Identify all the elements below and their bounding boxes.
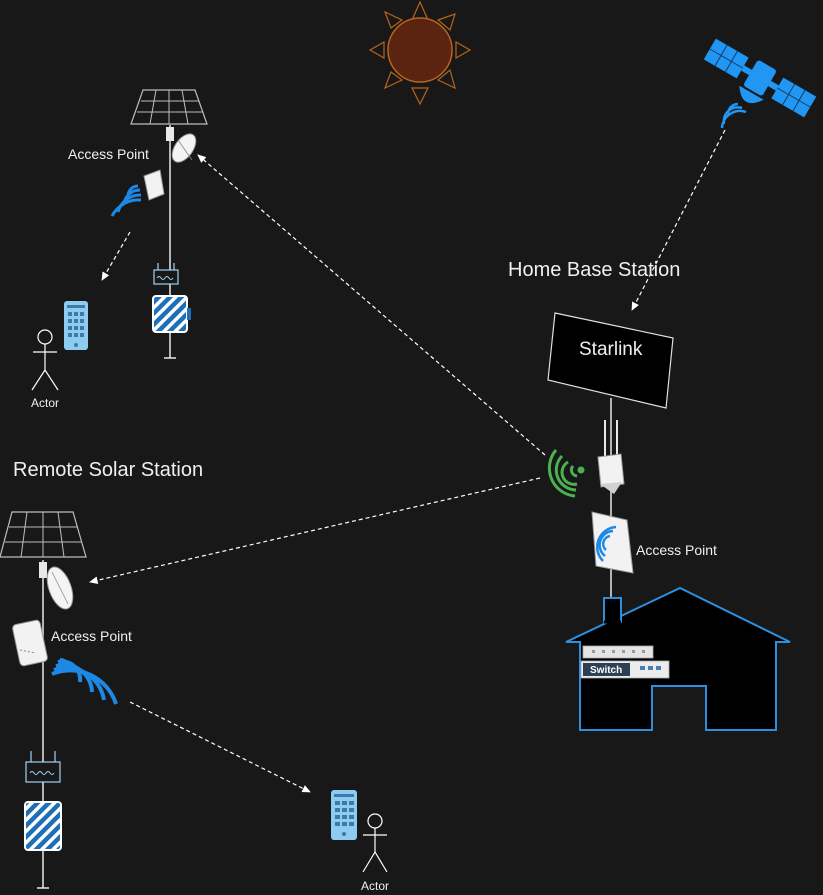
sun-icon [368,0,472,106]
home-base-station-title: Home Base Station [508,259,681,281]
switch-icon: Switch [580,645,670,679]
home-to-top-station-link [197,154,546,456]
house-icon [565,586,791,731]
top-solar-station [110,89,208,359]
phone-icon [64,301,88,350]
router-icon [153,263,179,285]
access-point-label-top: Access Point [68,146,149,162]
wifi-signal-icon [51,658,118,705]
access-point-icon [12,619,48,667]
switch-label: Switch [590,665,622,676]
bottom-ap-to-actor-link [129,701,311,793]
battery-icon [24,801,62,851]
top-ap-to-actor-link [101,231,131,281]
bottom-solar-station [0,511,118,889]
access-point-icon [597,420,625,494]
solar-panel-icon [0,511,87,558]
battery-icon [152,295,191,333]
actor-icon [362,813,388,873]
actor-label-bottom: Actor [361,879,390,893]
actor-icon [31,329,59,391]
router-icon [25,751,61,783]
access-point-label-home: Access Point [636,542,717,558]
access-point-icon [143,169,165,201]
phone-icon [331,790,357,840]
starlink-dish-icon [547,312,674,409]
dish-antenna-icon [166,127,197,163]
actor-label-top: Actor [31,396,60,410]
home-to-bottom-station-link [89,477,541,585]
satellite-to-starlink-link [631,129,726,311]
home-base-station: Switch [547,312,791,731]
wifi-signal-icon [547,449,585,498]
wifi-signal-icon [110,184,142,217]
access-point-icon [591,511,634,574]
access-point-label-bottom: Access Point [51,628,132,644]
remote-solar-station-title: Remote Solar Station [13,459,204,481]
dish-antenna-icon [39,562,74,610]
solar-panel-icon [130,89,208,125]
satellite-icon [703,38,817,129]
starlink-label: Starlink [579,339,643,360]
